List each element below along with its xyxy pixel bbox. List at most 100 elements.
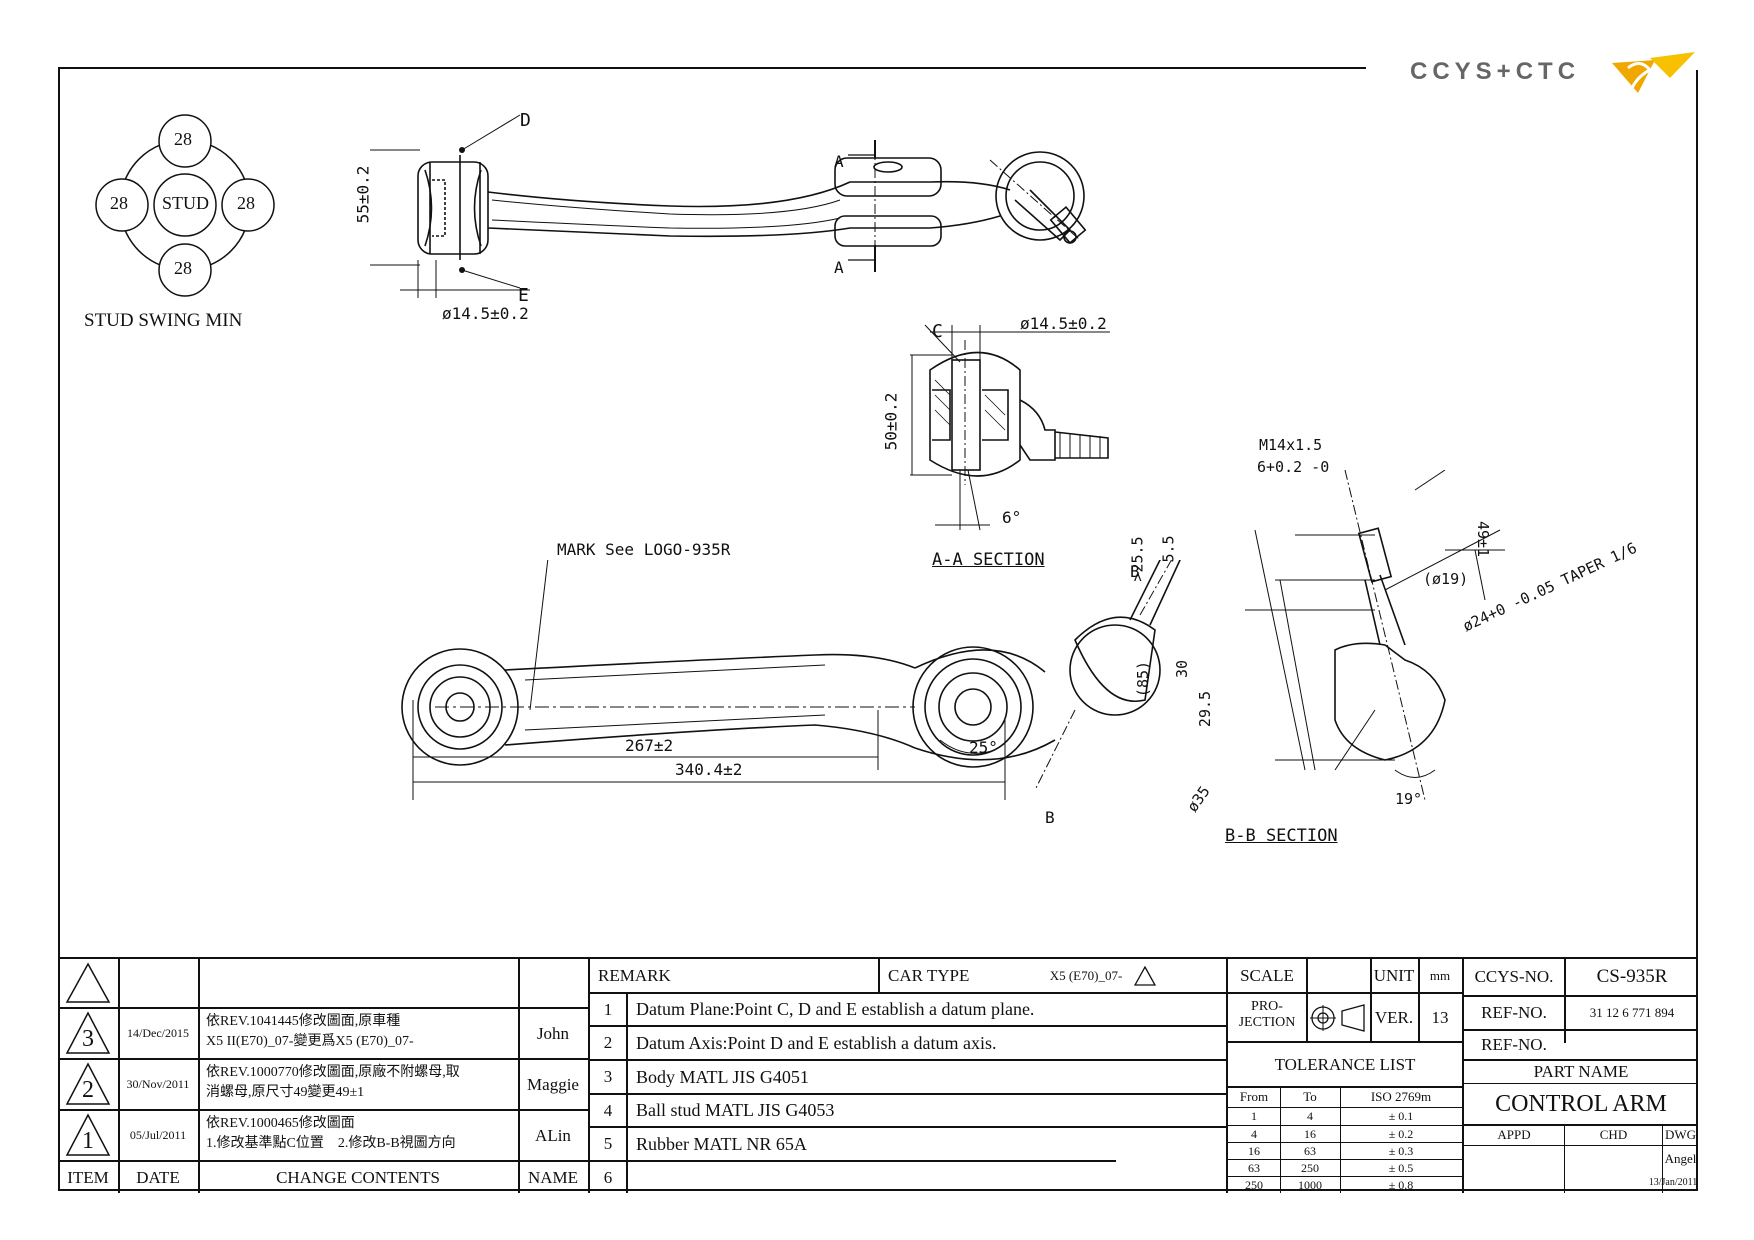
title-block: 3 14/Dec/2015 依REV.1041445修改圖面,原車種 X5 II…: [58, 957, 1698, 1193]
dim-19: (ø19): [1423, 570, 1469, 588]
unit-label: UNIT: [1373, 965, 1415, 985]
revision-triangle-icon: [65, 1011, 111, 1054]
revision-2-item: 2: [58, 1060, 118, 1109]
point-c: C: [932, 321, 943, 342]
tol-to: 16: [1304, 1126, 1316, 1141]
dim-dia-14-5: ø14.5±0.2: [442, 304, 529, 323]
tol-to-header: To: [1303, 1089, 1317, 1104]
point-e: E: [518, 285, 529, 306]
revision-3-date: 14/Dec/2015: [127, 1026, 189, 1040]
tol-value: ± 0.5: [1388, 1160, 1414, 1175]
stud-swing-diagram: STUD 28 28 28 28 STUD SWING MIN: [80, 105, 300, 340]
remark-no: 1: [603, 999, 613, 1019]
unit-value: mm: [1429, 967, 1451, 983]
tol-from-header: From: [1239, 1089, 1269, 1104]
revision-1-name: ALin: [535, 1125, 571, 1145]
swing-angle-left: 28: [110, 193, 128, 213]
top-view: 55±0.2 ø14.5±0.2 D E A A: [353, 110, 1230, 340]
revision-triangle-icon: [65, 1113, 111, 1156]
header-date: DATE: [136, 1167, 180, 1187]
section-bb-title: B-B SECTION: [1225, 826, 1338, 846]
angle-6: 6°: [1002, 508, 1022, 527]
main-view: MARK See LOGO-935R 267±2 340.4±2 25° B B: [395, 540, 1225, 890]
dim-85: (85): [1134, 660, 1153, 698]
tol-to: 250: [1301, 1160, 1319, 1175]
swing-angle-right: 28: [237, 193, 255, 213]
dwg-label: DWG: [1664, 1127, 1697, 1142]
draw-date: 13/Jan/2011: [1648, 1176, 1698, 1188]
dim-50: 50±0.2: [881, 392, 901, 451]
dim-dia-14-5-section: ø14.5±0.2: [1020, 314, 1107, 333]
dim-49: 49±1: [1474, 520, 1493, 558]
car-type-label: CAR TYPE: [888, 965, 970, 985]
car-type-value: X5 (E70)_07-: [1018, 959, 1188, 992]
revision-1-item: 1: [58, 1111, 118, 1160]
point-d: D: [520, 110, 531, 131]
tol-value: ± 0.3: [1388, 1143, 1414, 1158]
remark-text: Rubber MATL NR 65A: [636, 1133, 807, 1154]
remark-text: Body MATL JIS G4051: [636, 1066, 809, 1087]
remark-text: Ball stud MATL JIS G4053: [636, 1100, 835, 1120]
ver-label: VER.: [1374, 1008, 1414, 1027]
revision-3-content: 依REV.1041445修改圖面,原車種 X5 II(E70)_07-變更爲X5…: [206, 1014, 414, 1049]
section-b-top: B: [1130, 562, 1140, 581]
ccys-no-value: CS-935R: [1596, 966, 1668, 987]
appd-label: APPD: [1497, 1127, 1531, 1142]
logo-mark-icon: [1612, 52, 1695, 93]
remark-no: 2: [603, 1033, 613, 1052]
remark-text: Datum Plane:Point C, D and E establish a…: [636, 999, 1035, 1019]
tol-from: 63: [1248, 1160, 1260, 1175]
tol-from: 1: [1251, 1109, 1257, 1123]
revision-1-content: 依REV.1000465修改圖面 1.修改基準點C位置 2.修改B-B視圖方向: [206, 1116, 456, 1151]
remark-text: Datum Axis:Point D and E establish a dat…: [636, 1032, 997, 1053]
header-name: NAME: [527, 1167, 579, 1187]
thread-m14: M14x1.5: [1259, 436, 1323, 454]
remark-no: 6: [603, 1167, 613, 1187]
tol-from: 250: [1245, 1177, 1263, 1192]
ref-no-label-2: REF-NO.: [1481, 1035, 1547, 1054]
revision-2-date: 30/Nov/2011: [126, 1077, 190, 1091]
tol-std-header: ISO 2769m: [1370, 1089, 1432, 1104]
section-aa-title: A-A SECTION: [932, 550, 1045, 570]
scale-label: SCALE: [1240, 965, 1294, 985]
section-b-bottom: B: [1045, 808, 1055, 827]
dim-6: 6+0.2 -0: [1257, 458, 1330, 476]
revision-2-content: 依REV.1000770修改圖面,原廠不附螺母,取 消螺母,原尺寸49變更49±…: [206, 1065, 460, 1100]
section-a-bottom: A: [834, 258, 844, 277]
revision-3-item: 3: [58, 1009, 118, 1058]
section-aa: C ø14.5±0.2 50±0.2 6° A-A SECTION: [880, 314, 1160, 580]
swing-angle-bottom: 28: [174, 258, 192, 278]
dim-29-5: 29.5: [1196, 690, 1215, 728]
company-logo: CCYS+CTC: [1410, 48, 1695, 98]
remark-no: 3: [603, 1067, 613, 1086]
frame-gap: [1366, 62, 1698, 70]
header-item: ITEM: [67, 1167, 109, 1187]
remark-no: 4: [603, 1100, 613, 1120]
dim-25-5: >25.5: [1128, 536, 1147, 582]
tol-from: 16: [1248, 1143, 1260, 1158]
part-name-value: CONTROL ARM: [1495, 1090, 1667, 1117]
tol-to: 1000: [1298, 1177, 1322, 1192]
projection-label: PRO- JECTION: [1238, 999, 1296, 1030]
dim-340-4: 340.4±2: [675, 760, 743, 779]
header-change-contents: CHANGE CONTENTS: [276, 1167, 440, 1187]
stud-label: STUD: [162, 193, 210, 213]
projection-symbol-icon: [1308, 995, 1370, 1041]
stud-swing-caption: STUD SWING MIN: [84, 310, 243, 331]
tol-value: ± 0.1: [1388, 1109, 1414, 1123]
remark-no: 5: [603, 1134, 613, 1153]
ccys-no-label: CCYS-NO.: [1474, 967, 1554, 986]
swing-angle-top: 28: [174, 129, 192, 149]
part-name-label: PART NAME: [1533, 1062, 1629, 1081]
ref-no-value: 31 12 6 771 894: [1589, 1005, 1675, 1020]
drawing-frame: [58, 67, 1698, 1191]
revision-triangle-icon: [65, 1062, 111, 1105]
chd-label: CHD: [1599, 1127, 1628, 1142]
section-bb: M14x1.5 6+0.2 -0 >25.5 5.5 49±1 (ø19) ø2…: [1129, 436, 1695, 850]
logo-text: CCYS+CTC: [1410, 58, 1581, 85]
dim-267: 267±2: [625, 736, 674, 755]
tol-value: ± 0.8: [1388, 1177, 1414, 1192]
tol-from: 4: [1251, 1126, 1257, 1141]
section-a-top: A: [834, 152, 844, 171]
revision-3-name: John: [536, 1023, 570, 1043]
